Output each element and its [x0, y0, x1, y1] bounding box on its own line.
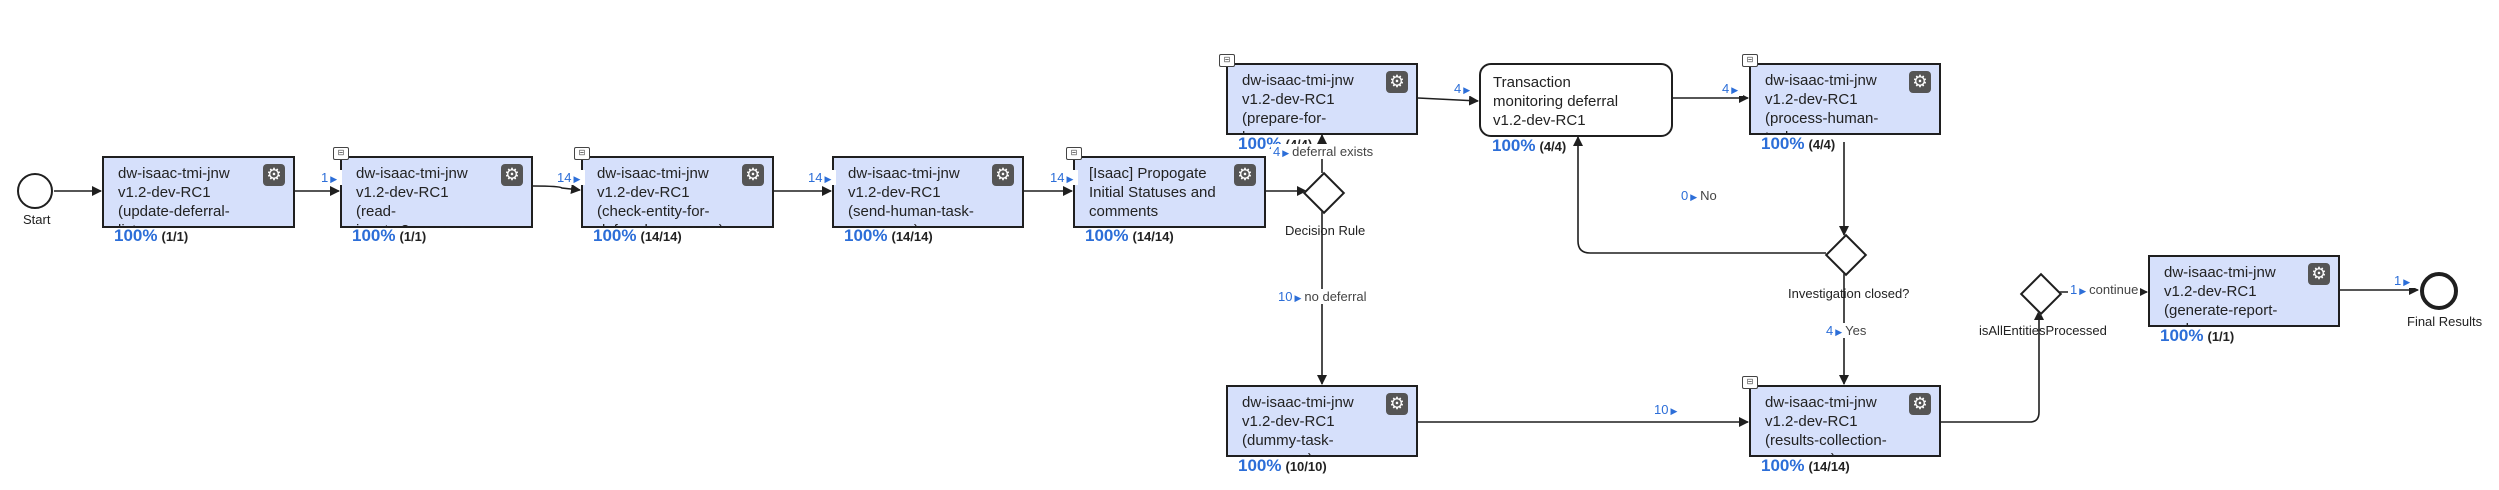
- play-arrow-icon: ▶: [1731, 85, 1739, 95]
- subprocess-icon: ⊟: [1742, 54, 1758, 67]
- subprocess-icon: ⊟: [1742, 376, 1758, 389]
- edge-label: 14▶: [806, 170, 837, 185]
- task-title: dw-isaac-tmi-jnw v1.2-dev-RC1 (check-ent…: [597, 165, 724, 228]
- edge-label: 1▶: [319, 170, 343, 185]
- play-arrow-icon: ▶: [1690, 192, 1698, 202]
- edge-read-to-check: [532, 184, 581, 194]
- edge-label: 10▶: [1652, 402, 1683, 417]
- task-send-human-task[interactable]: dw-isaac-tmi-jnw v1.2-dev-RC1 (send-huma…: [832, 156, 1024, 228]
- play-arrow-icon: ▶: [2403, 277, 2411, 287]
- edge-label: 14▶: [555, 170, 586, 185]
- task-progress: 100%(4/4): [1761, 134, 1836, 153]
- start-event[interactable]: [17, 173, 53, 209]
- gear-icon[interactable]: ⚙: [1386, 393, 1408, 415]
- task-progress: 100%(14/14): [1761, 456, 1850, 475]
- gear-icon[interactable]: ⚙: [1909, 393, 1931, 415]
- task-title: dw-isaac-tmi-jnw v1.2-dev-RC1 (dummy-tas…: [1242, 394, 1354, 457]
- gateway-label: Investigation closed?: [1788, 286, 1910, 301]
- play-arrow-icon: ▶: [1282, 148, 1290, 158]
- task-update-deferral-list[interactable]: dw-isaac-tmi-jnw v1.2-dev-RC1 (update-de…: [102, 156, 295, 228]
- task-progress: 100%(1/1): [114, 226, 189, 245]
- task-transaction-monitoring-deferral[interactable]: Transaction monitoring deferral v1.2-dev…: [1479, 63, 1673, 137]
- task-progress: 100%(1/1): [2160, 326, 2235, 345]
- task-title: dw-isaac-tmi-jnw v1.2-dev-RC1 (prepare-f…: [1242, 72, 1354, 135]
- task-title: dw-isaac-tmi-jnw v1.2-dev-RC1 (process-h…: [1765, 72, 1879, 135]
- edge-label: 0▶No: [1679, 188, 1719, 203]
- edge-label: 4▶deferral exists: [1271, 144, 1376, 159]
- task-progress: 100%(1/1): [352, 226, 427, 245]
- task-progress: 100%(14/14): [844, 226, 933, 245]
- task-title: [Isaac] Propogate Initial Statuses and c…: [1089, 165, 1216, 220]
- task-prepare-for-human-task[interactable]: ⊟ dw-isaac-tmi-jnw v1.2-dev-RC1 (prepare…: [1219, 54, 1418, 135]
- edge-prepare-to-transaction: [1417, 95, 1479, 106]
- task-title: dw-isaac-tmi-jnw v1.2-dev-RC1 (generate-…: [2164, 264, 2278, 327]
- task-title: dw-isaac-tmi-jnw v1.2-dev-RC1 (send-huma…: [848, 165, 974, 228]
- task-title: Transaction monitoring deferral v1.2-dev…: [1493, 74, 1619, 129]
- gear-icon[interactable]: ⚙: [1386, 71, 1408, 93]
- gear-icon[interactable]: ⚙: [263, 164, 285, 186]
- gear-icon[interactable]: ⚙: [742, 164, 764, 186]
- task-dummy-task[interactable]: dw-isaac-tmi-jnw v1.2-dev-RC1 (dummy-tas…: [1226, 385, 1418, 457]
- play-arrow-icon: ▶: [1835, 327, 1843, 337]
- task-progress: 100%(14/14): [593, 226, 682, 245]
- play-arrow-icon: ▶: [824, 174, 832, 184]
- subprocess-icon: ⊟: [333, 147, 349, 160]
- task-results-collection[interactable]: ⊟ dw-isaac-tmi-jnw v1.2-dev-RC1 (results…: [1742, 376, 1941, 457]
- play-arrow-icon: ▶: [1294, 293, 1302, 303]
- gear-icon[interactable]: ⚙: [2308, 263, 2330, 285]
- gear-icon[interactable]: ⚙: [1909, 71, 1931, 93]
- subprocess-icon: ⊟: [574, 147, 590, 160]
- task-check-entity-for-deferral[interactable]: ⊟ dw-isaac-tmi-jnw v1.2-dev-RC1 (check-e…: [574, 147, 774, 228]
- task-generate-report-and-email[interactable]: dw-isaac-tmi-jnw v1.2-dev-RC1 (generate-…: [2148, 255, 2340, 327]
- gear-icon[interactable]: ⚙: [1234, 164, 1256, 186]
- play-arrow-icon: ▶: [573, 174, 581, 184]
- task-process-human-task-results[interactable]: ⊟ dw-isaac-tmi-jnw v1.2-dev-RC1 (process…: [1742, 54, 1941, 135]
- end-event-label: Final Results: [2407, 314, 2483, 329]
- task-progress: 100%(10/10): [1238, 456, 1327, 475]
- task-title: dw-isaac-tmi-jnw v1.2-dev-RC1 (results-c…: [1765, 394, 1887, 457]
- edge-label: 10▶no deferral: [1276, 289, 1369, 304]
- gateway-label: isAllEntitiesProcessed: [1979, 323, 2107, 338]
- edge-label: 4▶: [1452, 81, 1476, 96]
- subprocess-icon: ⊟: [1219, 54, 1235, 67]
- task-progress: 100%(14/14): [1085, 226, 1174, 245]
- gateway-label: Decision Rule: [1285, 223, 1366, 238]
- task-title: dw-isaac-tmi-jnw v1.2-dev-RC1 (read- inp…: [356, 165, 472, 228]
- subprocess-icon: ⊟: [1066, 147, 1082, 160]
- edge-label: 4▶: [1720, 81, 1744, 96]
- end-event[interactable]: [2420, 272, 2458, 310]
- play-arrow-icon: ▶: [1066, 174, 1074, 184]
- edge-investigation-no: [1573, 136, 1826, 254]
- task-progress: 100%(4/4): [1492, 136, 1567, 155]
- edge-results-to-entities: [1941, 310, 2044, 423]
- task-title: dw-isaac-tmi-jnw v1.2-dev-RC1 (update-de…: [118, 165, 230, 228]
- play-arrow-icon: ▶: [1670, 406, 1678, 416]
- edge-label: 1▶: [2392, 273, 2416, 288]
- edge-label: 4▶Yes: [1824, 323, 1869, 338]
- play-arrow-icon: ▶: [2079, 286, 2087, 296]
- edge-label: 1▶continue: [2068, 282, 2141, 297]
- gear-icon[interactable]: ⚙: [501, 164, 523, 186]
- play-arrow-icon: ▶: [1463, 85, 1471, 95]
- start-event-label: Start: [23, 212, 51, 227]
- gear-icon[interactable]: ⚙: [992, 164, 1014, 186]
- edge-label: 14▶: [1048, 170, 1079, 185]
- task-propogate-initial-statuses[interactable]: ⊟ [Isaac] Propogate Initial Statuses and…: [1066, 147, 1266, 228]
- task-read-input-s3-sources[interactable]: ⊟ dw-isaac-tmi-jnw v1.2-dev-RC1 (read- i…: [333, 147, 533, 228]
- play-arrow-icon: ▶: [330, 174, 338, 184]
